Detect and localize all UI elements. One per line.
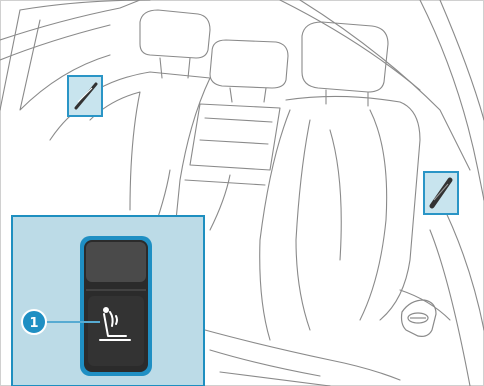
seat-belt-guide-left-icon: [68, 76, 102, 116]
seat-belt-guide-right-icon: [424, 172, 458, 214]
callout-number: 1: [29, 316, 38, 331]
switch-inset-panel: 1: [12, 216, 204, 386]
callout-1: 1: [22, 310, 46, 334]
seat-adjust-switch: [80, 236, 152, 376]
